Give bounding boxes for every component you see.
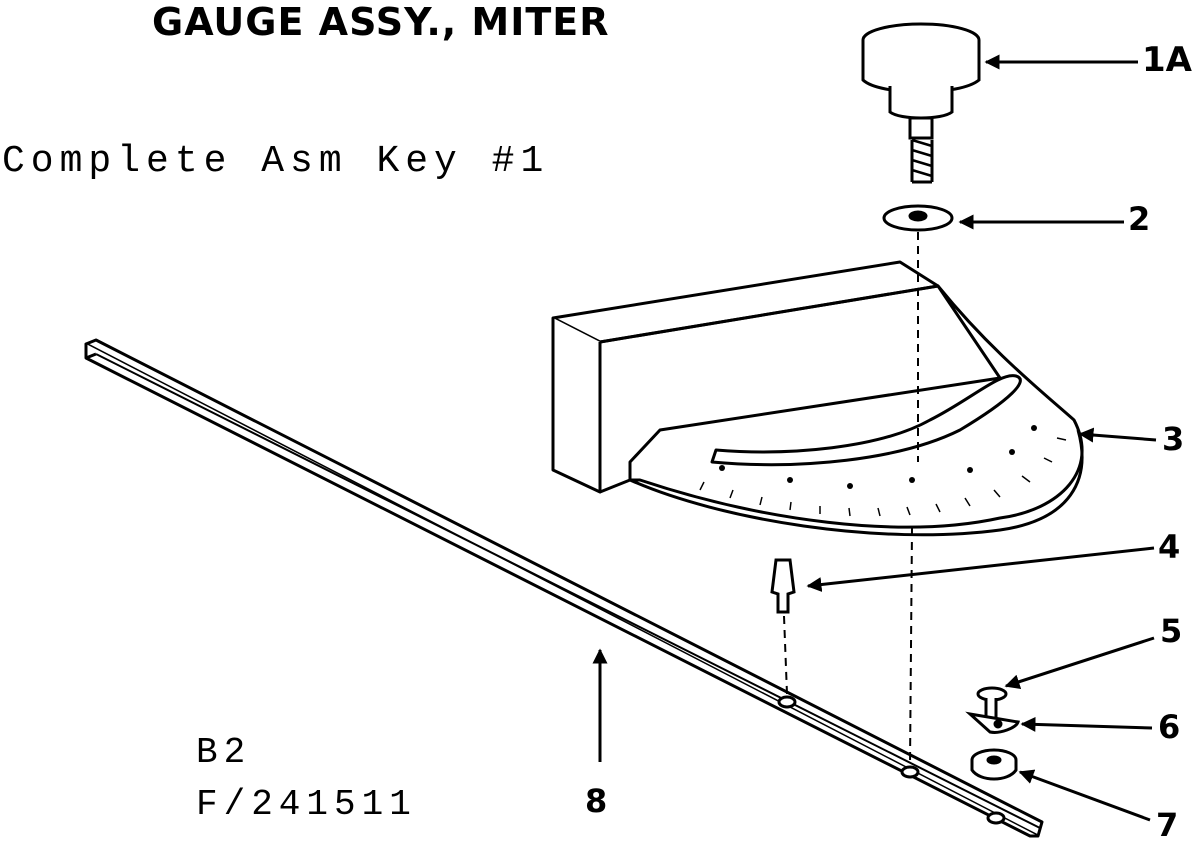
miter-head (551, 260, 1084, 537)
callout-2: 2 (1128, 200, 1151, 238)
assembly-lines (783, 232, 919, 765)
screw (976, 686, 1008, 722)
guide-bar (84, 338, 1044, 838)
callout-1a: 1A (1142, 40, 1192, 80)
assembly-subtitle: Complete Asm Key #1 (2, 140, 550, 183)
callout-7: 7 (1156, 806, 1179, 844)
knob (861, 22, 981, 184)
callout-arrows (592, 54, 1157, 822)
reference-code-f: F/241511 (196, 784, 417, 825)
callout-8: 8 (585, 782, 608, 820)
diagram-title: GAUGE ASSY., MITER (152, 0, 610, 44)
bottom-washer (970, 748, 1018, 781)
clip (965, 711, 1020, 734)
stop-pin (770, 558, 796, 614)
callout-3: 3 (1162, 420, 1185, 458)
reference-code-b2: B2 (196, 732, 252, 773)
callout-6: 6 (1158, 708, 1181, 746)
callout-4: 4 (1158, 528, 1181, 566)
top-washer (882, 204, 954, 232)
callout-5: 5 (1160, 612, 1183, 650)
